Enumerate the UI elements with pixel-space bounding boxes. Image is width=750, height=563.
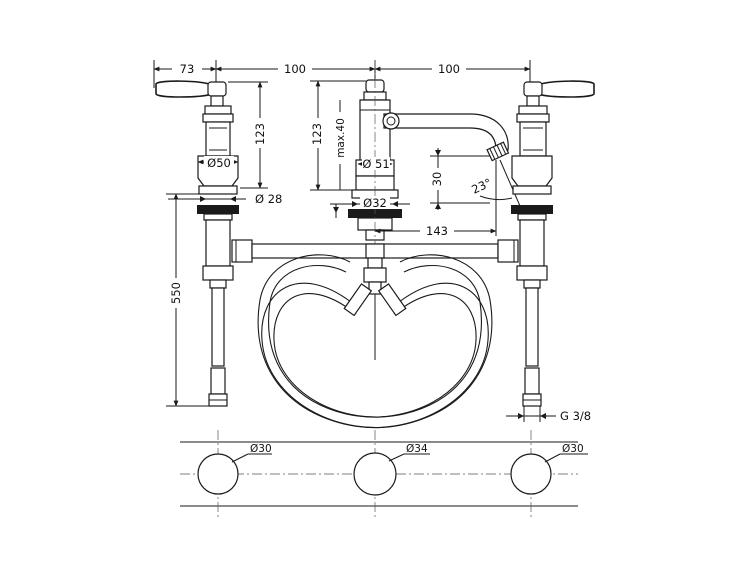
dim-spout-heights: 123 max.40: [310, 80, 366, 191]
deck-hole-right-label: Ø30: [562, 443, 584, 455]
dim-diameter-spout-body: Ø 51: [362, 157, 389, 171]
dim-offset-handle: 73: [180, 62, 195, 76]
dim-spout-angle-label: 23°: [469, 175, 493, 196]
left-valve: [155, 80, 239, 407]
dim-spacing-right: 100: [438, 62, 460, 76]
dim-hose-length-label: 550: [169, 282, 183, 304]
dim-hose-length: 550: [166, 193, 210, 407]
dim-spout-clearance: 30: [429, 148, 490, 210]
dim-spacing-left: 100: [284, 62, 306, 76]
deck-hole-right: [510, 453, 552, 495]
deck-hole-left: [197, 453, 239, 495]
dim-spout-clearance-label: 30: [430, 172, 444, 187]
deck-hole-center: [353, 452, 397, 496]
spout: [348, 60, 510, 360]
right-valve: [511, 80, 595, 407]
dim-connection-thread-label: G 3/8: [560, 409, 591, 423]
dim-spout-body: Ø 51: [357, 157, 393, 171]
dim-connection-thread: G 3/8: [506, 406, 591, 423]
deck-hole-left-label: Ø30: [250, 443, 272, 455]
dim-height-spout-max: max.40: [335, 118, 347, 158]
dim-diameter-handle-body: Ø50: [207, 156, 231, 170]
dim-handle-shank: Ø 28: [168, 192, 282, 206]
dim-left-height: 123: [228, 81, 268, 189]
dim-diameter-handle-shank: Ø 28: [255, 192, 282, 206]
dim-height-spout-total: 123: [310, 123, 324, 145]
cross-pipe: [231, 239, 519, 263]
dim-handle-body: Ø50: [197, 156, 239, 170]
top-dimension-chain: 73 100 100: [153, 60, 531, 92]
deck-plan: Ø30 Ø34 Ø30: [180, 430, 588, 520]
dim-height-handle: 123: [253, 123, 267, 145]
flex-hoses: [257, 254, 493, 429]
dim-diameter-spout-shank: Ø32: [363, 196, 387, 210]
dim-spout-projection: 143: [374, 206, 497, 238]
dim-spout-shank: Ø32: [330, 196, 410, 218]
deck-hole-center-label: Ø34: [406, 443, 428, 455]
dim-spout-projection-label: 143: [426, 224, 448, 238]
